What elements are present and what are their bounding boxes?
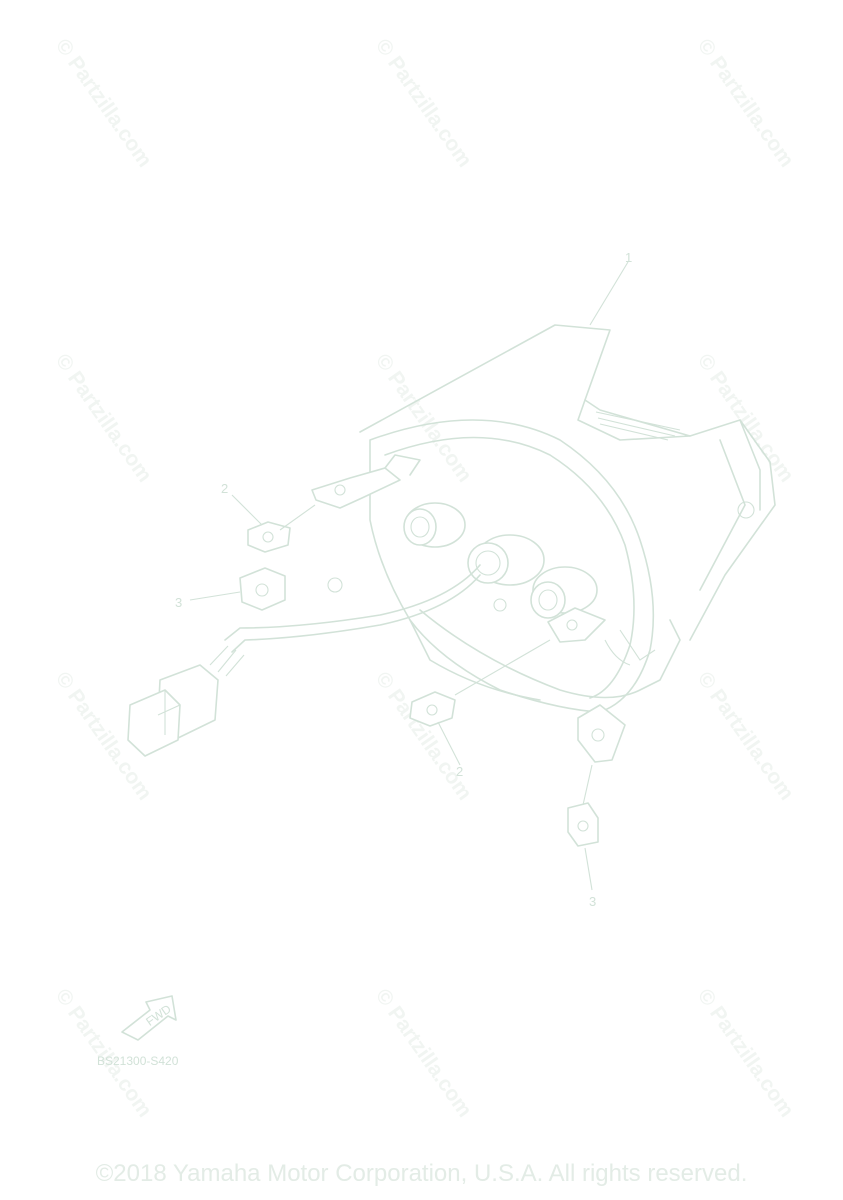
callout-3: 3 [175, 595, 182, 610]
watermark: © Partzilla.com [371, 35, 476, 172]
watermark: © Partzilla.com [693, 350, 798, 487]
clip-nut-part-2-lower [409, 691, 456, 727]
watermark-grid: © Partzilla.com © Partzilla.com © Partzi… [51, 35, 798, 1122]
watermark: © Partzilla.com [51, 35, 156, 172]
watermark: © Partzilla.com [371, 985, 476, 1122]
callout-1: 1 [625, 250, 632, 265]
bulb-socket-right [530, 566, 598, 619]
clip-nut-part-3-lower [567, 802, 599, 847]
watermark: © Partzilla.com [51, 350, 156, 487]
diagram-code: BS21300-S420 [97, 1054, 179, 1068]
bulb-socket-center [467, 534, 545, 586]
headlight-assembly [127, 324, 776, 763]
watermark: © Partzilla.com [693, 668, 798, 805]
mounting-tab-upper [311, 454, 421, 509]
bulb-socket-left [403, 502, 466, 548]
mounting-tab-right [547, 607, 606, 643]
fwd-arrow-icon: FWD [121, 995, 177, 1041]
clip-nut-part-2 [247, 521, 291, 553]
clip-nut-part-3 [239, 567, 286, 611]
copyright-notice: ©2018 Yamaha Motor Corporation, U.S.A. A… [95, 1160, 748, 1187]
watermark: © Partzilla.com [693, 985, 798, 1122]
leader-lines [189, 261, 629, 891]
callout-2-lower: 2 [456, 764, 463, 779]
callout-3-lower: 3 [589, 894, 596, 909]
watermark: © Partzilla.com [693, 35, 798, 172]
callout-2: 2 [221, 481, 228, 496]
mounting-tab-lower [577, 704, 626, 763]
wire-connector [127, 664, 219, 757]
watermark: © Partzilla.com [371, 668, 476, 805]
